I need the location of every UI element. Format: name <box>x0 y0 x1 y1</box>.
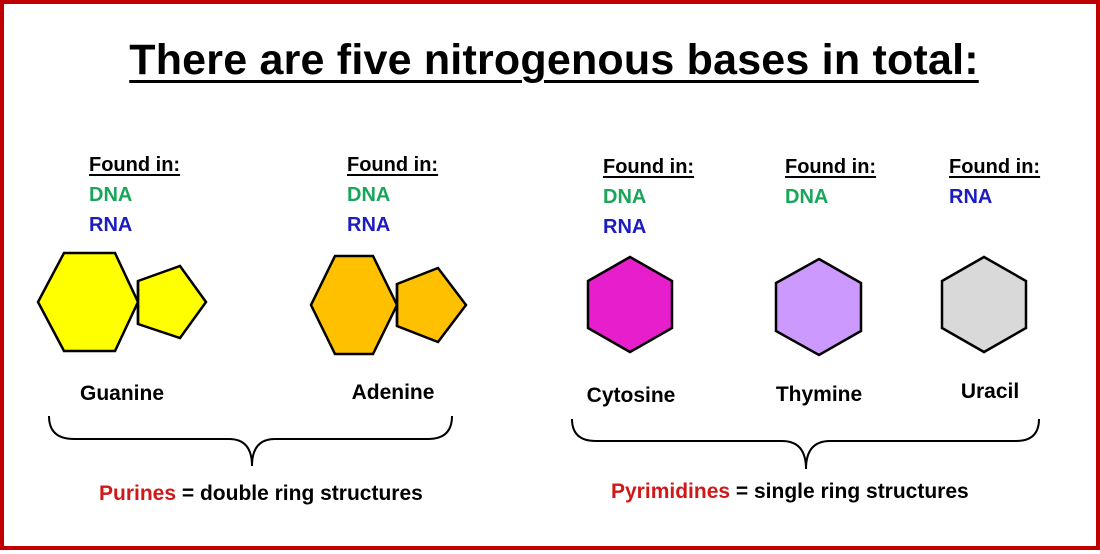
guanine-found-in: Found in: DNA RNA <box>89 150 180 240</box>
found-in-label: Found in: <box>785 156 877 178</box>
cytosine-label: Cytosine <box>586 384 676 407</box>
adenine-hexagon <box>309 254 399 356</box>
pyrimidines-brace <box>571 418 1040 470</box>
guanine-hexagon <box>36 251 140 353</box>
guanine-label: Guanine <box>79 382 164 405</box>
found-in-label: Found in: <box>603 156 695 178</box>
found-in-label: Found in: <box>89 154 181 176</box>
purines-keyword: Purines <box>99 482 177 505</box>
purines-summary: Purines = double ring structures <box>99 482 423 506</box>
guanine-pentagon-outline <box>136 264 208 340</box>
thymine-label: Thymine <box>775 383 863 406</box>
thymine-dna-label: DNA <box>785 186 829 208</box>
guanine-rna-label: RNA <box>89 214 133 236</box>
base-structures <box>36 251 1040 470</box>
uracil-rna-label: RNA <box>949 186 993 208</box>
page-title: There are five nitrogenous bases in tota… <box>129 36 979 84</box>
adenine-found-in: Found in: DNA RNA <box>347 150 438 240</box>
adenine-rna-label: RNA <box>347 214 391 236</box>
thymine-hexagon <box>774 257 863 357</box>
cytosine-rna-label: RNA <box>603 216 647 238</box>
adenine-label: Adenine <box>351 381 435 404</box>
found-in-label: Found in: <box>347 154 439 176</box>
purines-brace <box>48 415 453 467</box>
pyrimidines-summary: Pyrimidines = single ring structures <box>611 480 969 504</box>
pyrimidines-description: = single ring structures <box>730 480 969 503</box>
uracil-hexagon <box>940 255 1028 354</box>
thymine-found-in: Found in: DNA <box>785 152 876 212</box>
guanine-dna-label: DNA <box>89 184 133 206</box>
cytosine-found-in: Found in: DNA RNA <box>603 152 694 242</box>
found-in-label: Found in: <box>949 156 1041 178</box>
adenine-dna-label: DNA <box>347 184 391 206</box>
cytosine-dna-label: DNA <box>603 186 647 208</box>
cytosine-hexagon <box>586 255 674 354</box>
uracil-label: Uracil <box>960 380 1020 403</box>
adenine-pentagon <box>395 266 468 344</box>
purines-description: = double ring structures <box>176 482 423 505</box>
uracil-found-in: Found in: RNA <box>949 152 1040 212</box>
pyrimidines-keyword: Pyrimidines <box>611 480 731 503</box>
